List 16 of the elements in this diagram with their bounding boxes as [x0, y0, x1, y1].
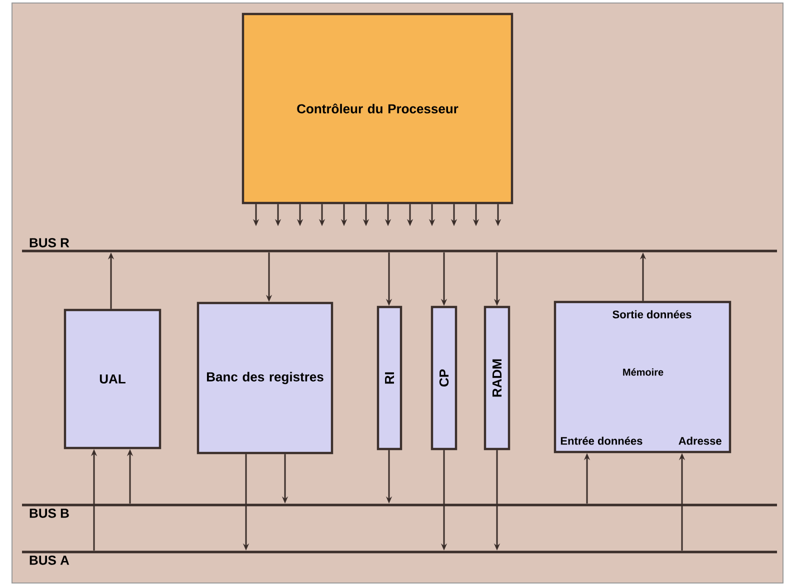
unit-box: UAL	[64, 308, 162, 450]
port-label: Sortie données	[612, 310, 692, 318]
register-label: CP	[439, 369, 449, 386]
bus-line: BUS B	[22, 504, 777, 518]
memory-label: Mémoire	[623, 368, 664, 376]
register-label: RI	[385, 372, 394, 384]
port-label: Entrée données	[560, 436, 642, 445]
register-box	[430, 306, 458, 450]
bus-line: BUS R	[22, 238, 777, 252]
controller-box: Contrôleur du Processeur	[242, 12, 514, 204]
port-label: Adresse	[678, 436, 722, 445]
register-box	[484, 306, 510, 450]
register-label: RADM	[492, 359, 502, 397]
unit-box: Banc des registres	[196, 302, 334, 454]
register-box	[376, 306, 402, 450]
bus-line: BUS A	[22, 550, 777, 565]
